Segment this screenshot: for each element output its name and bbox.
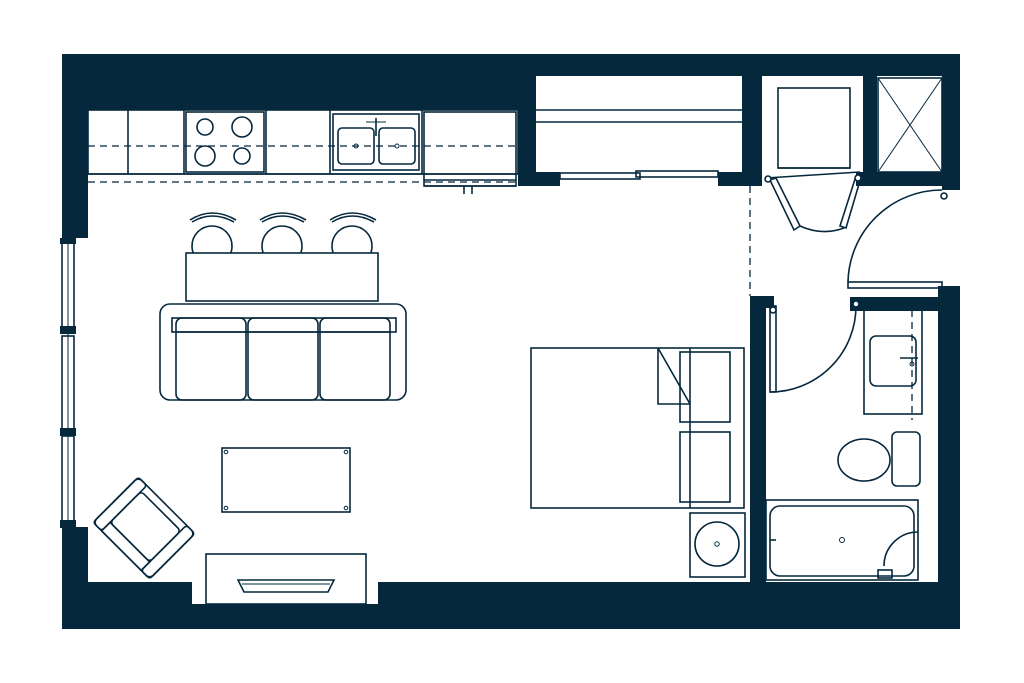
closet <box>536 109 742 180</box>
toilet-icon <box>837 431 921 487</box>
coffee-table-icon <box>221 447 351 513</box>
window-left <box>60 238 76 528</box>
bathtub-icon <box>765 499 919 581</box>
bathroom-door[interactable] <box>847 189 948 289</box>
island-counter <box>185 252 379 302</box>
bed-icon <box>530 347 745 509</box>
closet-door[interactable] <box>764 171 864 233</box>
armchair-icon <box>93 477 195 579</box>
kitchen-counter <box>87 109 519 183</box>
nightstand-icon <box>689 512 746 578</box>
bar-stool-icon <box>189 212 377 267</box>
hall-door[interactable] <box>769 300 860 393</box>
walls <box>62 54 960 629</box>
vanity-sink-icon <box>863 309 923 420</box>
washer-dryer-icon <box>777 77 943 173</box>
tv-console-icon <box>205 553 367 605</box>
double-sink-icon <box>332 113 420 171</box>
cooktop-icon <box>185 111 265 173</box>
dishwasher-icon <box>423 111 517 194</box>
sofa-icon <box>159 303 407 401</box>
